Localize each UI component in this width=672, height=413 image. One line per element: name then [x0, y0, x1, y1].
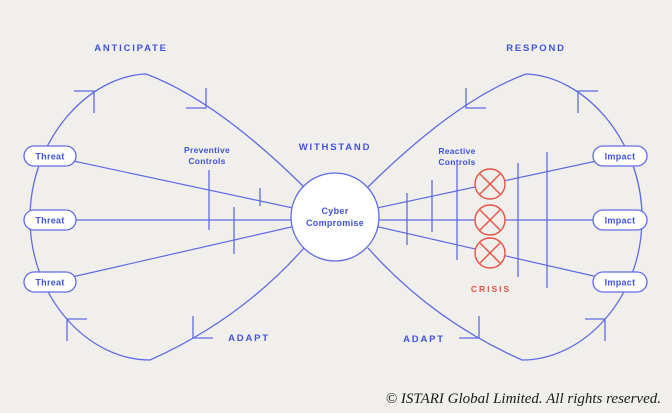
- threat-node-label: Threat: [35, 278, 64, 288]
- impact-nodes: Impact Impact Impact: [592, 145, 648, 293]
- controls-labels: Preventive Controls Reactive Controls: [184, 145, 475, 167]
- threat-ray-3: [49, 216, 336, 283]
- preventive-control-barriers: [208, 170, 261, 254]
- threat-node-2: Threat: [23, 209, 77, 231]
- impact-node-3: Impact: [592, 271, 648, 293]
- threat-node-label: Threat: [35, 216, 64, 226]
- center-node-label-line2: Compromise: [306, 218, 364, 228]
- impact-node-2: Impact: [592, 209, 648, 231]
- impact-node-label: Impact: [605, 152, 636, 162]
- phase-label-withstand: WITHSTAND: [299, 142, 372, 153]
- phase-label-respond: RESPOND: [506, 43, 566, 54]
- crisis-marker-2: [474, 204, 506, 236]
- phase-labels: ANTICIPATE RESPOND WITHSTAND ADAPT ADAPT: [94, 43, 566, 345]
- crisis-markers: CRISIS: [471, 168, 511, 294]
- phase-label-adapt-right: ADAPT: [403, 334, 445, 345]
- reactive-control-barriers: [406, 152, 548, 288]
- impact-node-1: Impact: [592, 145, 648, 167]
- direction-tick-icon: [186, 88, 207, 109]
- impact-node-label: Impact: [605, 278, 636, 288]
- threat-node-3: Threat: [23, 271, 77, 293]
- preventive-controls-label-line1: Preventive: [184, 145, 230, 155]
- direction-tick-icon: [66, 318, 87, 341]
- crisis-marker-3: [474, 237, 506, 269]
- center-node-label-line1: Cyber: [321, 206, 348, 216]
- direction-tick-icon: [465, 88, 486, 109]
- direction-tick-icon: [585, 318, 606, 341]
- crisis-label: CRISIS: [471, 284, 511, 294]
- phase-label-anticipate: ANTICIPATE: [94, 43, 168, 54]
- copyright-notice: © ISTARI Global Limited. All rights rese…: [386, 391, 661, 407]
- threat-nodes: Threat Threat Threat: [23, 145, 77, 293]
- threat-ray-1: [49, 155, 336, 218]
- impact-node-label: Impact: [605, 216, 636, 226]
- direction-tick-icon: [459, 316, 480, 339]
- threat-node-label: Threat: [35, 152, 64, 162]
- phase-label-adapt-left: ADAPT: [228, 333, 270, 344]
- preventive-controls-label-line2: Controls: [188, 156, 225, 166]
- direction-tick-icon: [577, 90, 598, 113]
- threat-node-1: Threat: [23, 145, 77, 167]
- reactive-controls-label-line1: Reactive: [438, 146, 475, 156]
- reactive-controls-label-line2: Controls: [438, 157, 475, 167]
- flow-direction-ticks: [66, 88, 606, 341]
- crisis-marker-1: [474, 168, 506, 200]
- direction-tick-icon: [192, 316, 213, 339]
- direction-tick-icon: [74, 90, 95, 113]
- cyber-compromise-node: Cyber Compromise: [290, 172, 380, 262]
